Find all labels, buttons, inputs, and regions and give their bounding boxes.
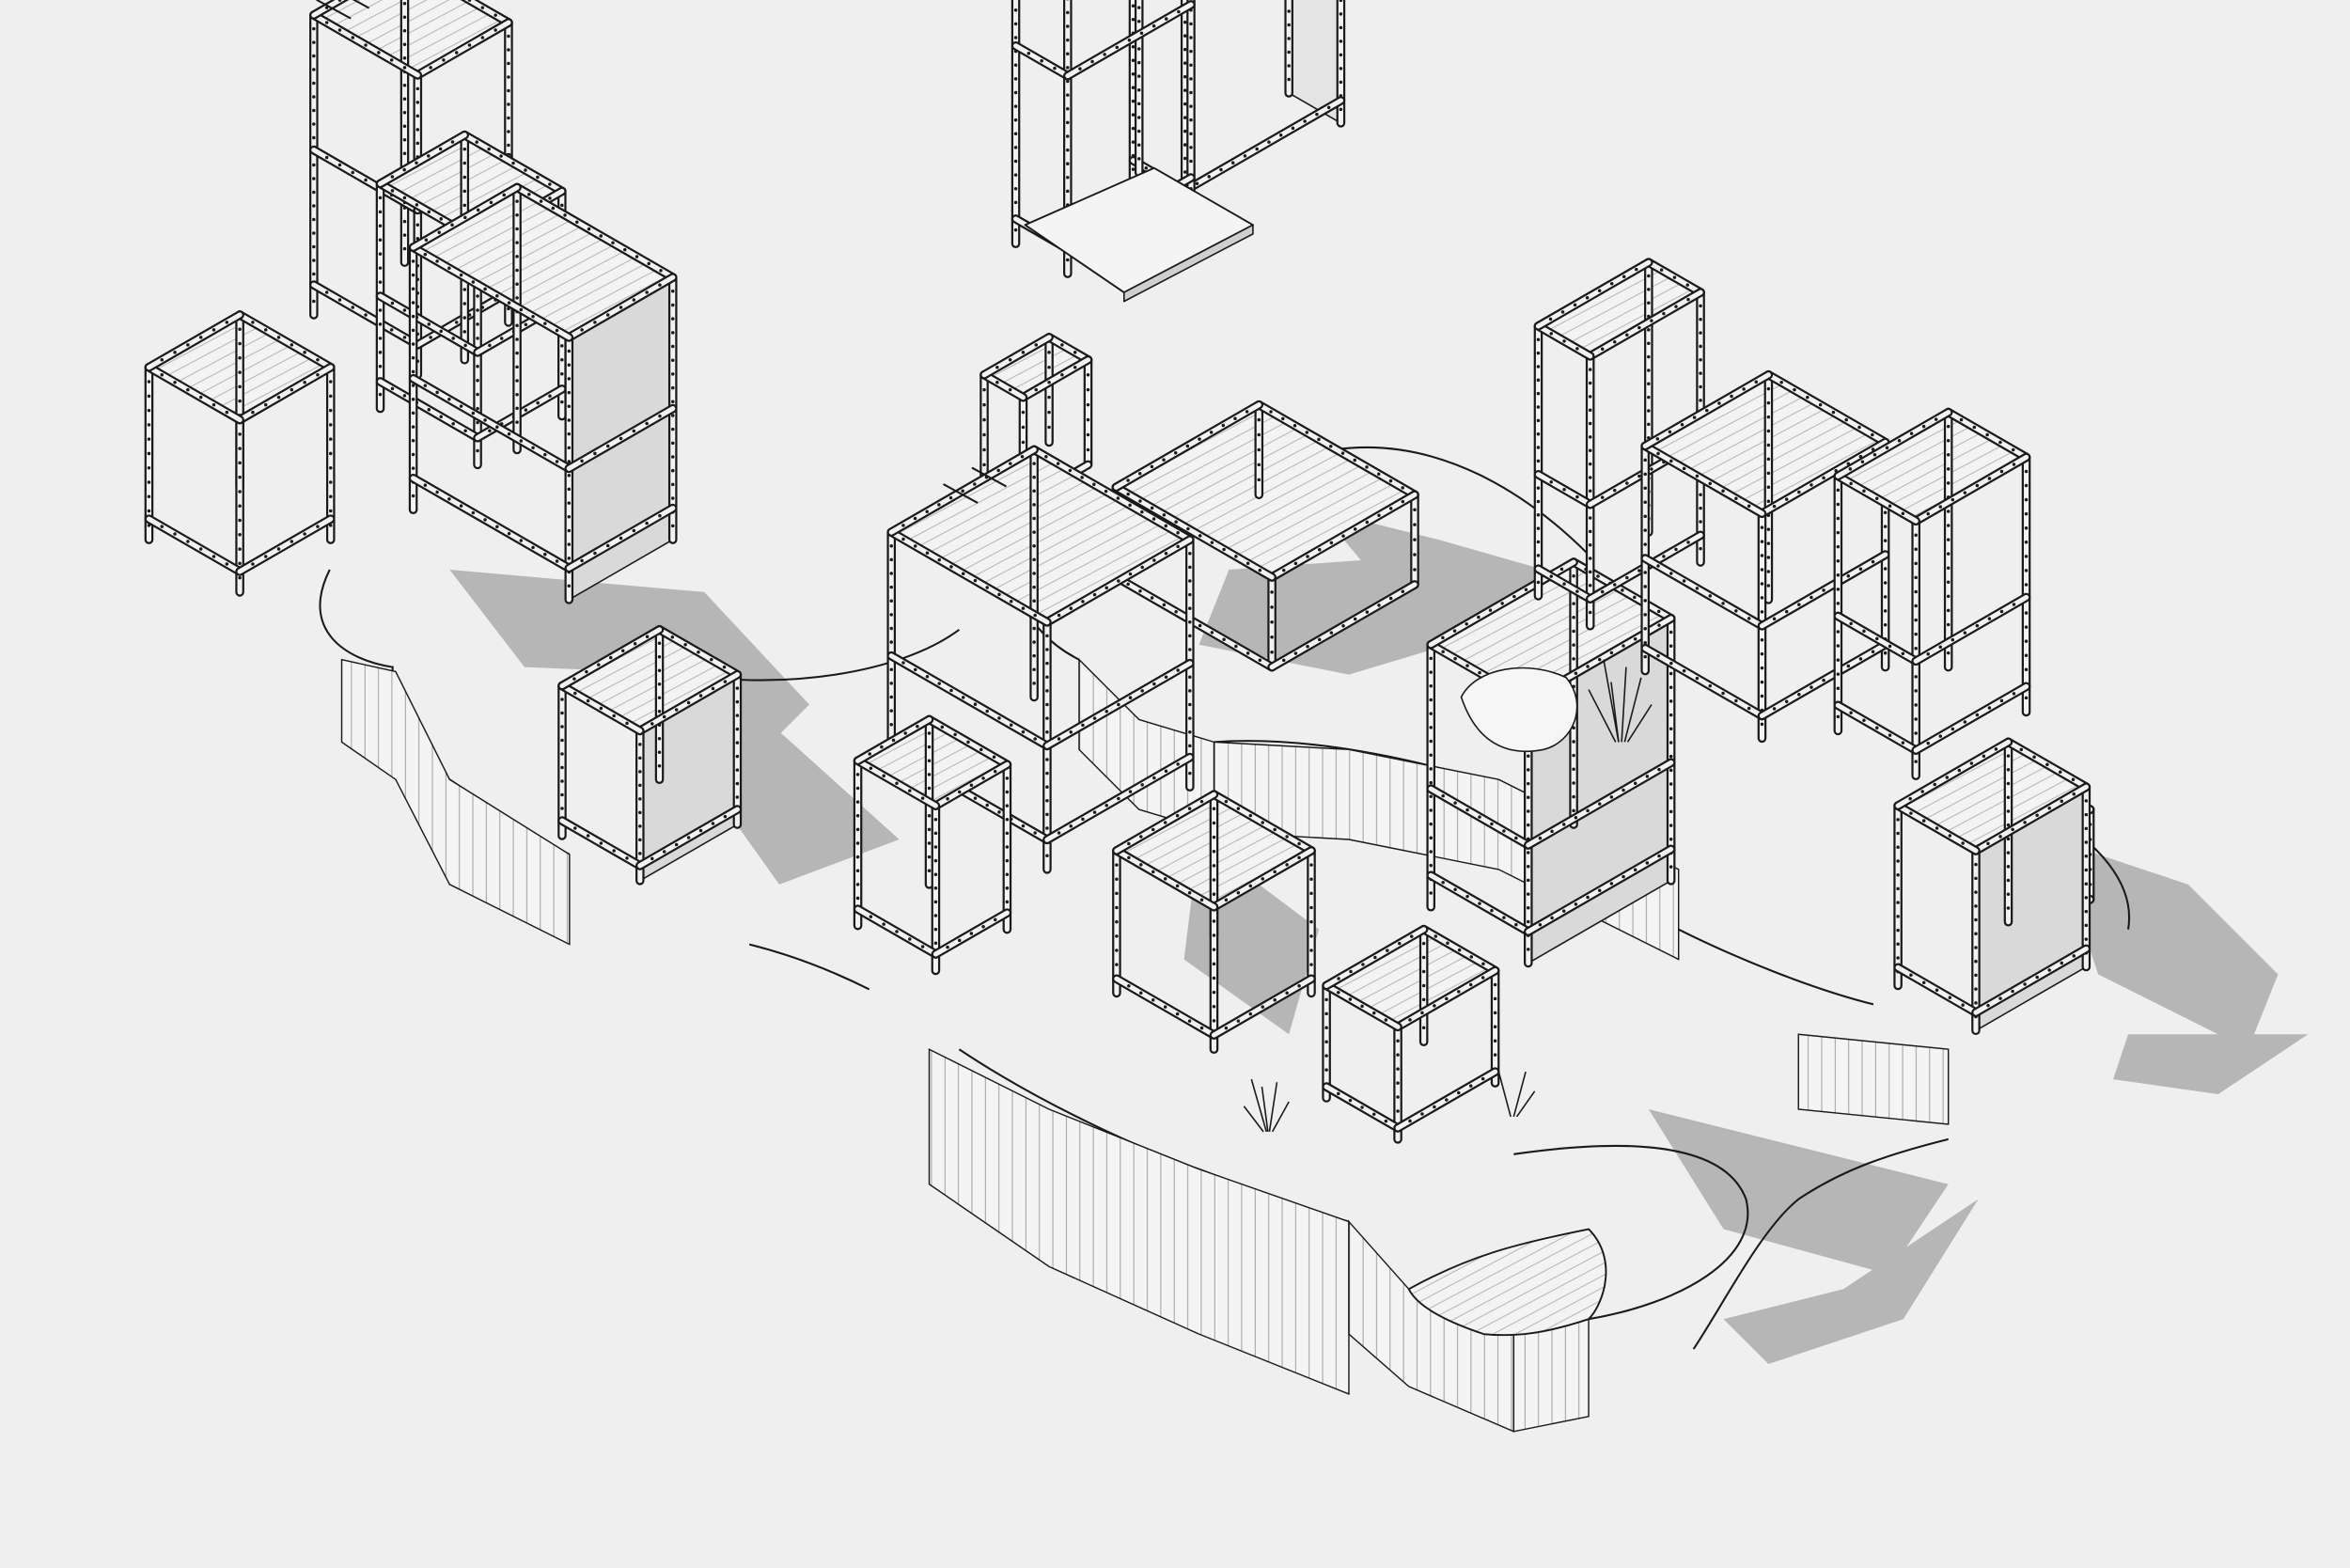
frame-right-b xyxy=(1640,369,1890,744)
plinth-skirts xyxy=(340,657,1950,1433)
nature-elements xyxy=(1243,659,1653,1133)
frame-center-table xyxy=(886,445,1195,874)
frame-tower-back xyxy=(1128,0,1346,218)
frame-left-low xyxy=(144,310,336,597)
plinth-right-ring xyxy=(1678,928,1874,1006)
plinth-right-down xyxy=(1692,1137,1949,1350)
skirt-right xyxy=(1797,1033,1950,1125)
shadow-front-deck xyxy=(1723,1199,1979,1365)
skirt-front-deck xyxy=(1512,1318,1590,1433)
tower-shelf-board xyxy=(1024,166,1254,303)
plinth-right-outline xyxy=(1333,446,1590,556)
shadow-right-cluster xyxy=(2053,839,2279,1050)
frame-right-c xyxy=(1833,407,2031,781)
front-deck-surface xyxy=(1407,1228,1607,1337)
frame-structures xyxy=(144,0,2095,1144)
skirt-center-left xyxy=(928,1048,1350,1395)
shadow-right-end xyxy=(2113,1034,2309,1095)
frame-left-long xyxy=(408,182,678,604)
skirt-left xyxy=(340,658,571,946)
frame-center-deck xyxy=(1111,400,1419,672)
rock xyxy=(1460,666,1578,753)
grass-tuft-front xyxy=(1497,1071,1536,1118)
frame-front-bench xyxy=(1322,924,1500,1144)
grass-tuft-center xyxy=(1243,1078,1290,1133)
shadow-left-cluster-2 xyxy=(704,704,900,885)
frame-center-lowleft xyxy=(853,714,1012,976)
grass-tuft-right xyxy=(1588,659,1653,743)
ground-line-2 xyxy=(748,943,870,991)
frame-center-bench xyxy=(1112,790,1316,1054)
frame-right-e xyxy=(1893,737,2092,1036)
frame-front-bench-top xyxy=(1325,928,1496,1028)
front-deck xyxy=(1407,1228,1607,1337)
frame-left-cube xyxy=(557,624,743,886)
shadow-front-cluster xyxy=(1648,1108,1949,1275)
